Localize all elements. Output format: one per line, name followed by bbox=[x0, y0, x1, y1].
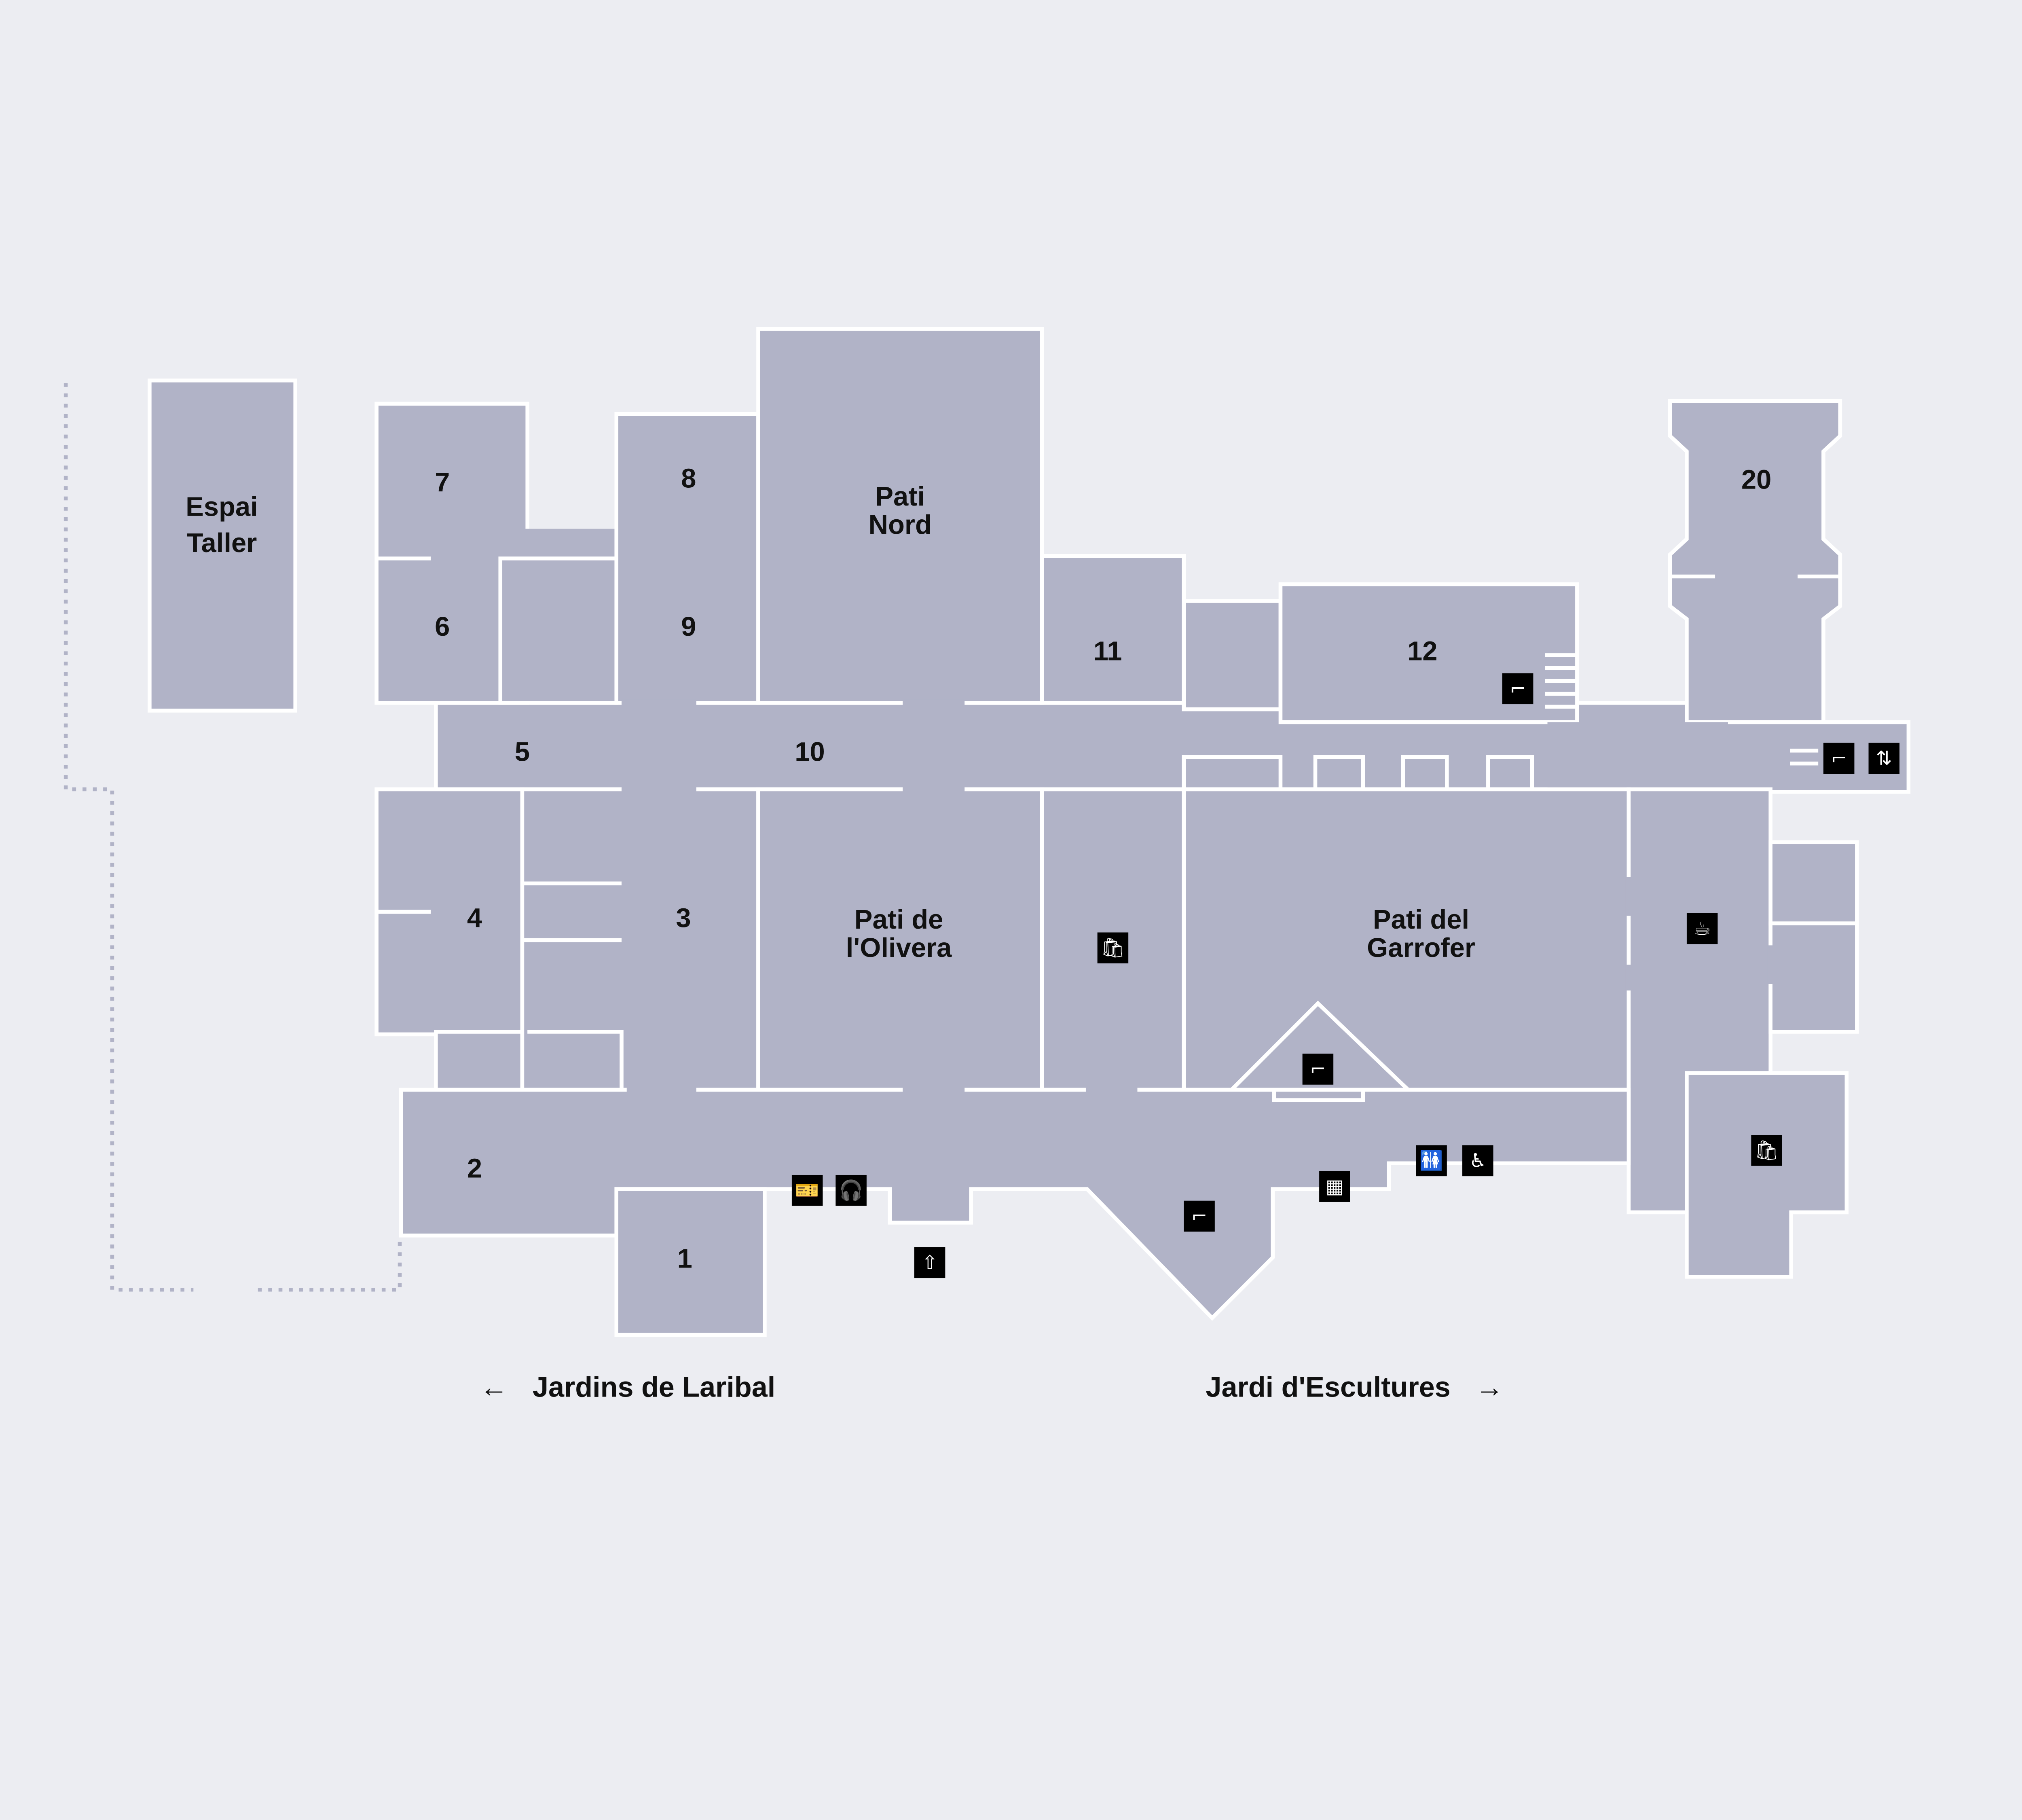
svg-text:⌐: ⌐ bbox=[1831, 747, 1847, 770]
lockers-icon[interactable]: ▦ bbox=[1319, 1171, 1350, 1202]
room-11[interactable] bbox=[1040, 554, 1186, 705]
label-room-1: 1 bbox=[677, 1244, 692, 1274]
svg-text:☕: ☕ bbox=[1694, 918, 1711, 940]
label-room-8: 8 bbox=[681, 463, 696, 493]
shop-icon[interactable]: 🛍 bbox=[1097, 932, 1129, 964]
cafe-icon[interactable]: ☕ bbox=[1686, 913, 1718, 944]
label-espai-taller: Taller bbox=[187, 528, 257, 558]
room-shop-2[interactable] bbox=[1685, 1071, 1849, 1279]
room-pati-nord[interactable] bbox=[756, 327, 1044, 705]
svg-text:⌐: ⌐ bbox=[1310, 1058, 1326, 1080]
label-room-9: 9 bbox=[681, 612, 696, 642]
svg-text:🚻: 🚻 bbox=[1419, 1149, 1444, 1172]
label-pati-nord: Nord bbox=[869, 510, 932, 540]
svg-text:🎧: 🎧 bbox=[839, 1179, 863, 1202]
label-room-7: 7 bbox=[435, 467, 450, 497]
label-room-5: 5 bbox=[515, 736, 530, 767]
room-pati-olivera[interactable] bbox=[756, 787, 1044, 1092]
label-room-11: 11 bbox=[1093, 636, 1122, 667]
stairs-icon[interactable]: ⌐ bbox=[1302, 1054, 1334, 1085]
shop-icon[interactable]: 🛍 bbox=[1751, 1135, 1782, 1166]
stairs-icon[interactable]: ⌐ bbox=[1184, 1200, 1215, 1232]
arrow-left-icon: ← bbox=[480, 1371, 508, 1403]
label-room-12: 12 bbox=[1407, 636, 1437, 667]
room-inner-9[interactable] bbox=[498, 556, 619, 705]
audio-guide-icon[interactable]: 🎧 bbox=[835, 1175, 867, 1206]
toilets-icon[interactable]: 🚻 bbox=[1416, 1145, 1447, 1177]
outdoor-path bbox=[258, 1238, 402, 1292]
svg-text:🎫: 🎫 bbox=[795, 1179, 819, 1202]
arrow-right-icon: → bbox=[1475, 1371, 1504, 1403]
ticket-icon[interactable]: 🎫 bbox=[791, 1175, 823, 1206]
lift-icon[interactable]: ⇅ bbox=[1868, 743, 1900, 774]
room-20[interactable] bbox=[1668, 399, 1842, 724]
room-right-a[interactable] bbox=[1768, 840, 1859, 925]
room-1[interactable] bbox=[614, 1187, 767, 1337]
label-room-20: 20 bbox=[1741, 465, 1771, 495]
label-room-3: 3 bbox=[676, 903, 691, 933]
label-room-2: 2 bbox=[467, 1153, 482, 1183]
floor-map: Espai Taller 7 6 8 9 5 10 Pati Nord 11 1… bbox=[63, 327, 1911, 1403]
label-room-6: 6 bbox=[435, 612, 450, 642]
label-pati-nord: Pati bbox=[875, 481, 925, 512]
svg-text:⇧: ⇧ bbox=[922, 1252, 938, 1274]
room-pati-garrofer[interactable] bbox=[1182, 787, 1631, 1092]
label-room-10: 10 bbox=[795, 736, 825, 767]
svg-text:⌐: ⌐ bbox=[1510, 678, 1526, 700]
svg-text:🛍: 🛍 bbox=[1101, 937, 1125, 959]
svg-text:⇅: ⇅ bbox=[1876, 747, 1892, 770]
label-espai-taller: Espai bbox=[186, 492, 258, 522]
svg-text:🛍: 🛍 bbox=[1754, 1139, 1779, 1162]
label-pati-garrofer: Garrofer bbox=[1367, 933, 1475, 963]
label-pati-olivera: l'Olivera bbox=[846, 933, 952, 963]
svg-text:⌐: ⌐ bbox=[1191, 1205, 1208, 1227]
label-pati-garrofer: Pati del bbox=[1373, 904, 1469, 935]
room-small[interactable] bbox=[1182, 599, 1283, 711]
direction-jardins-laribal[interactable]: Jardins de Laribal bbox=[533, 1371, 775, 1403]
label-pati-olivera: Pati de bbox=[854, 904, 943, 935]
room-8-9[interactable] bbox=[614, 412, 760, 705]
label-room-4: 4 bbox=[467, 903, 482, 933]
stairs-icon[interactable]: ⌐ bbox=[1502, 673, 1533, 705]
stairs-icon[interactable]: ⌐ bbox=[1823, 743, 1855, 774]
direction-jardi-escultures[interactable]: Jardi d'Escultures bbox=[1206, 1371, 1451, 1403]
room-right-b[interactable] bbox=[1768, 921, 1859, 1034]
svg-text:♿: ♿ bbox=[1469, 1150, 1487, 1172]
outdoor-path bbox=[63, 383, 194, 1292]
room-espai-taller[interactable] bbox=[148, 378, 298, 713]
accessible-icon[interactable]: ♿ bbox=[1462, 1145, 1493, 1177]
exit-icon[interactable]: ⇧ bbox=[914, 1247, 945, 1278]
svg-text:▦: ▦ bbox=[1326, 1176, 1344, 1198]
